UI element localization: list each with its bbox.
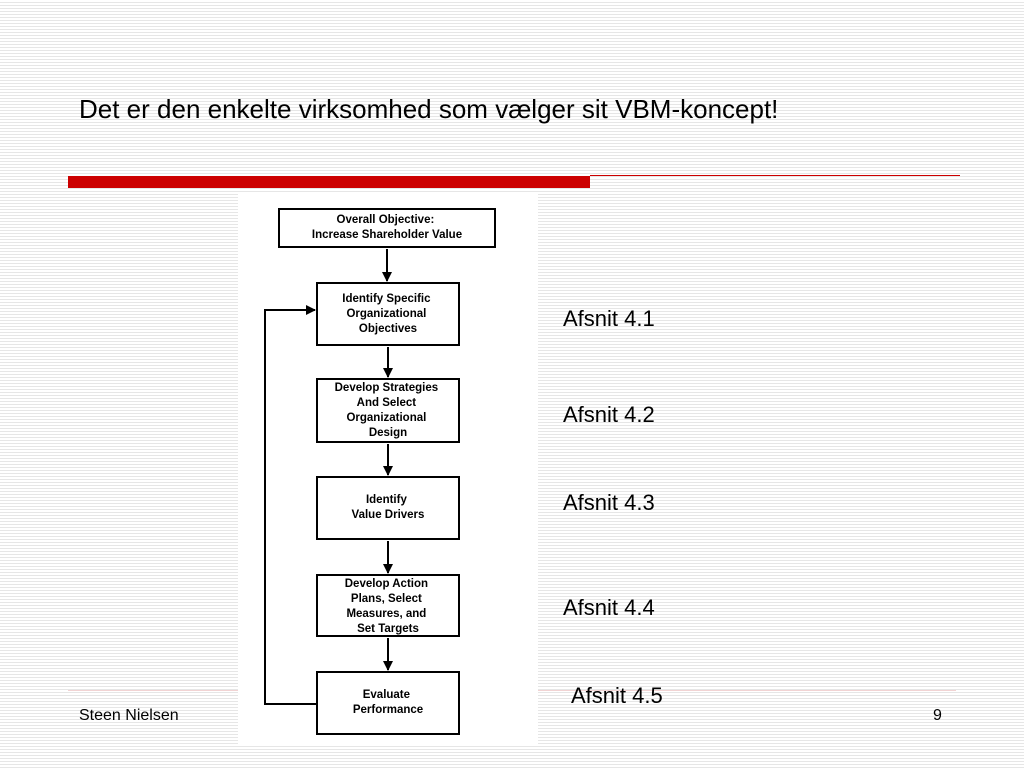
flow-box-text-line: Develop Action <box>345 578 428 590</box>
svg-text:Identify Value Drivers: Identify Value Drivers <box>352 494 425 521</box>
section-label-4-5: Afsnit 4.5 <box>571 683 663 708</box>
flow-box-develop-action-plans: Develop Action Plans, Select Measures, a… <box>316 574 460 637</box>
flow-box-text-line: Set Targets <box>357 623 419 635</box>
feedback-loop-arrow <box>264 305 317 705</box>
flow-box-develop-strategies: Develop Strategies And Select Organizati… <box>316 378 460 443</box>
footer-author: Steen Nielsen <box>79 707 179 724</box>
svg-text:Develop Action Plans,: Develop Action Plans, Select Measures, a… <box>345 578 431 635</box>
flow-box-identify-objectives: Identify Specific Organizational Objecti… <box>316 282 460 346</box>
flow-box-text-line: Increase Shareholder Value <box>312 229 462 241</box>
flow-box-text-line: Organizational <box>346 412 426 424</box>
footer-divider-right <box>538 690 956 691</box>
slide-title: Det er den enkelte virksomhed som vælger… <box>79 94 779 124</box>
title-underline-bar <box>68 176 590 188</box>
flow-box-text-line: Overall Objective: <box>337 214 435 226</box>
svg-text:Identify Specific Orga: Identify Specific Organizational Objecti… <box>342 293 433 335</box>
svg-text:Develop Strategies And: Develop Strategies And Select Organizati… <box>335 382 442 439</box>
flow-box-text-line: Value Drivers <box>352 509 425 521</box>
flow-box-text-line: Design <box>369 427 407 439</box>
section-label-4-3: Afsnit 4.3 <box>563 490 655 515</box>
flow-box-text-line: Identify Specific <box>342 293 431 305</box>
page-number: 9 <box>933 707 942 724</box>
title-underline-rule <box>590 175 960 176</box>
flow-box-text-line: Identify <box>366 494 407 506</box>
flow-box-text-line: Measures, and <box>346 608 426 620</box>
flow-box-identify-value-drivers: Identify Value Drivers <box>316 476 460 540</box>
flow-box-evaluate-performance: Evaluate Performance <box>316 671 460 735</box>
flow-box-text-line: Performance <box>353 704 423 716</box>
flowchart-canvas: Overall Objective: Increase Shareholder … <box>264 208 496 735</box>
flowchart-diagram: Overall Objective: Increase Shareholder … <box>238 192 538 744</box>
section-label-4-1: Afsnit 4.1 <box>563 306 655 331</box>
flow-box-text-line: Organizational <box>346 308 426 320</box>
section-label-4-4: Afsnit 4.4 <box>563 595 655 620</box>
svg-text:Overall Objective: Inc: Overall Objective: Increase Shareholder … <box>312 214 462 241</box>
flow-box-text-line: Evaluate <box>363 689 410 701</box>
section-label-4-2: Afsnit 4.2 <box>563 402 655 427</box>
flow-box-text-line: Develop Strategies <box>335 382 439 394</box>
flow-box-text-line: Objectives <box>359 323 417 335</box>
flow-box-text-line: Plans, Select <box>351 593 422 605</box>
footer-divider-left <box>68 690 238 691</box>
svg-text:Evaluate Performance: Evaluate Performance <box>353 689 423 716</box>
flow-box-text-line: And Select <box>357 397 417 409</box>
flow-box-overall-objective: Overall Objective: Increase Shareholder … <box>278 208 496 248</box>
